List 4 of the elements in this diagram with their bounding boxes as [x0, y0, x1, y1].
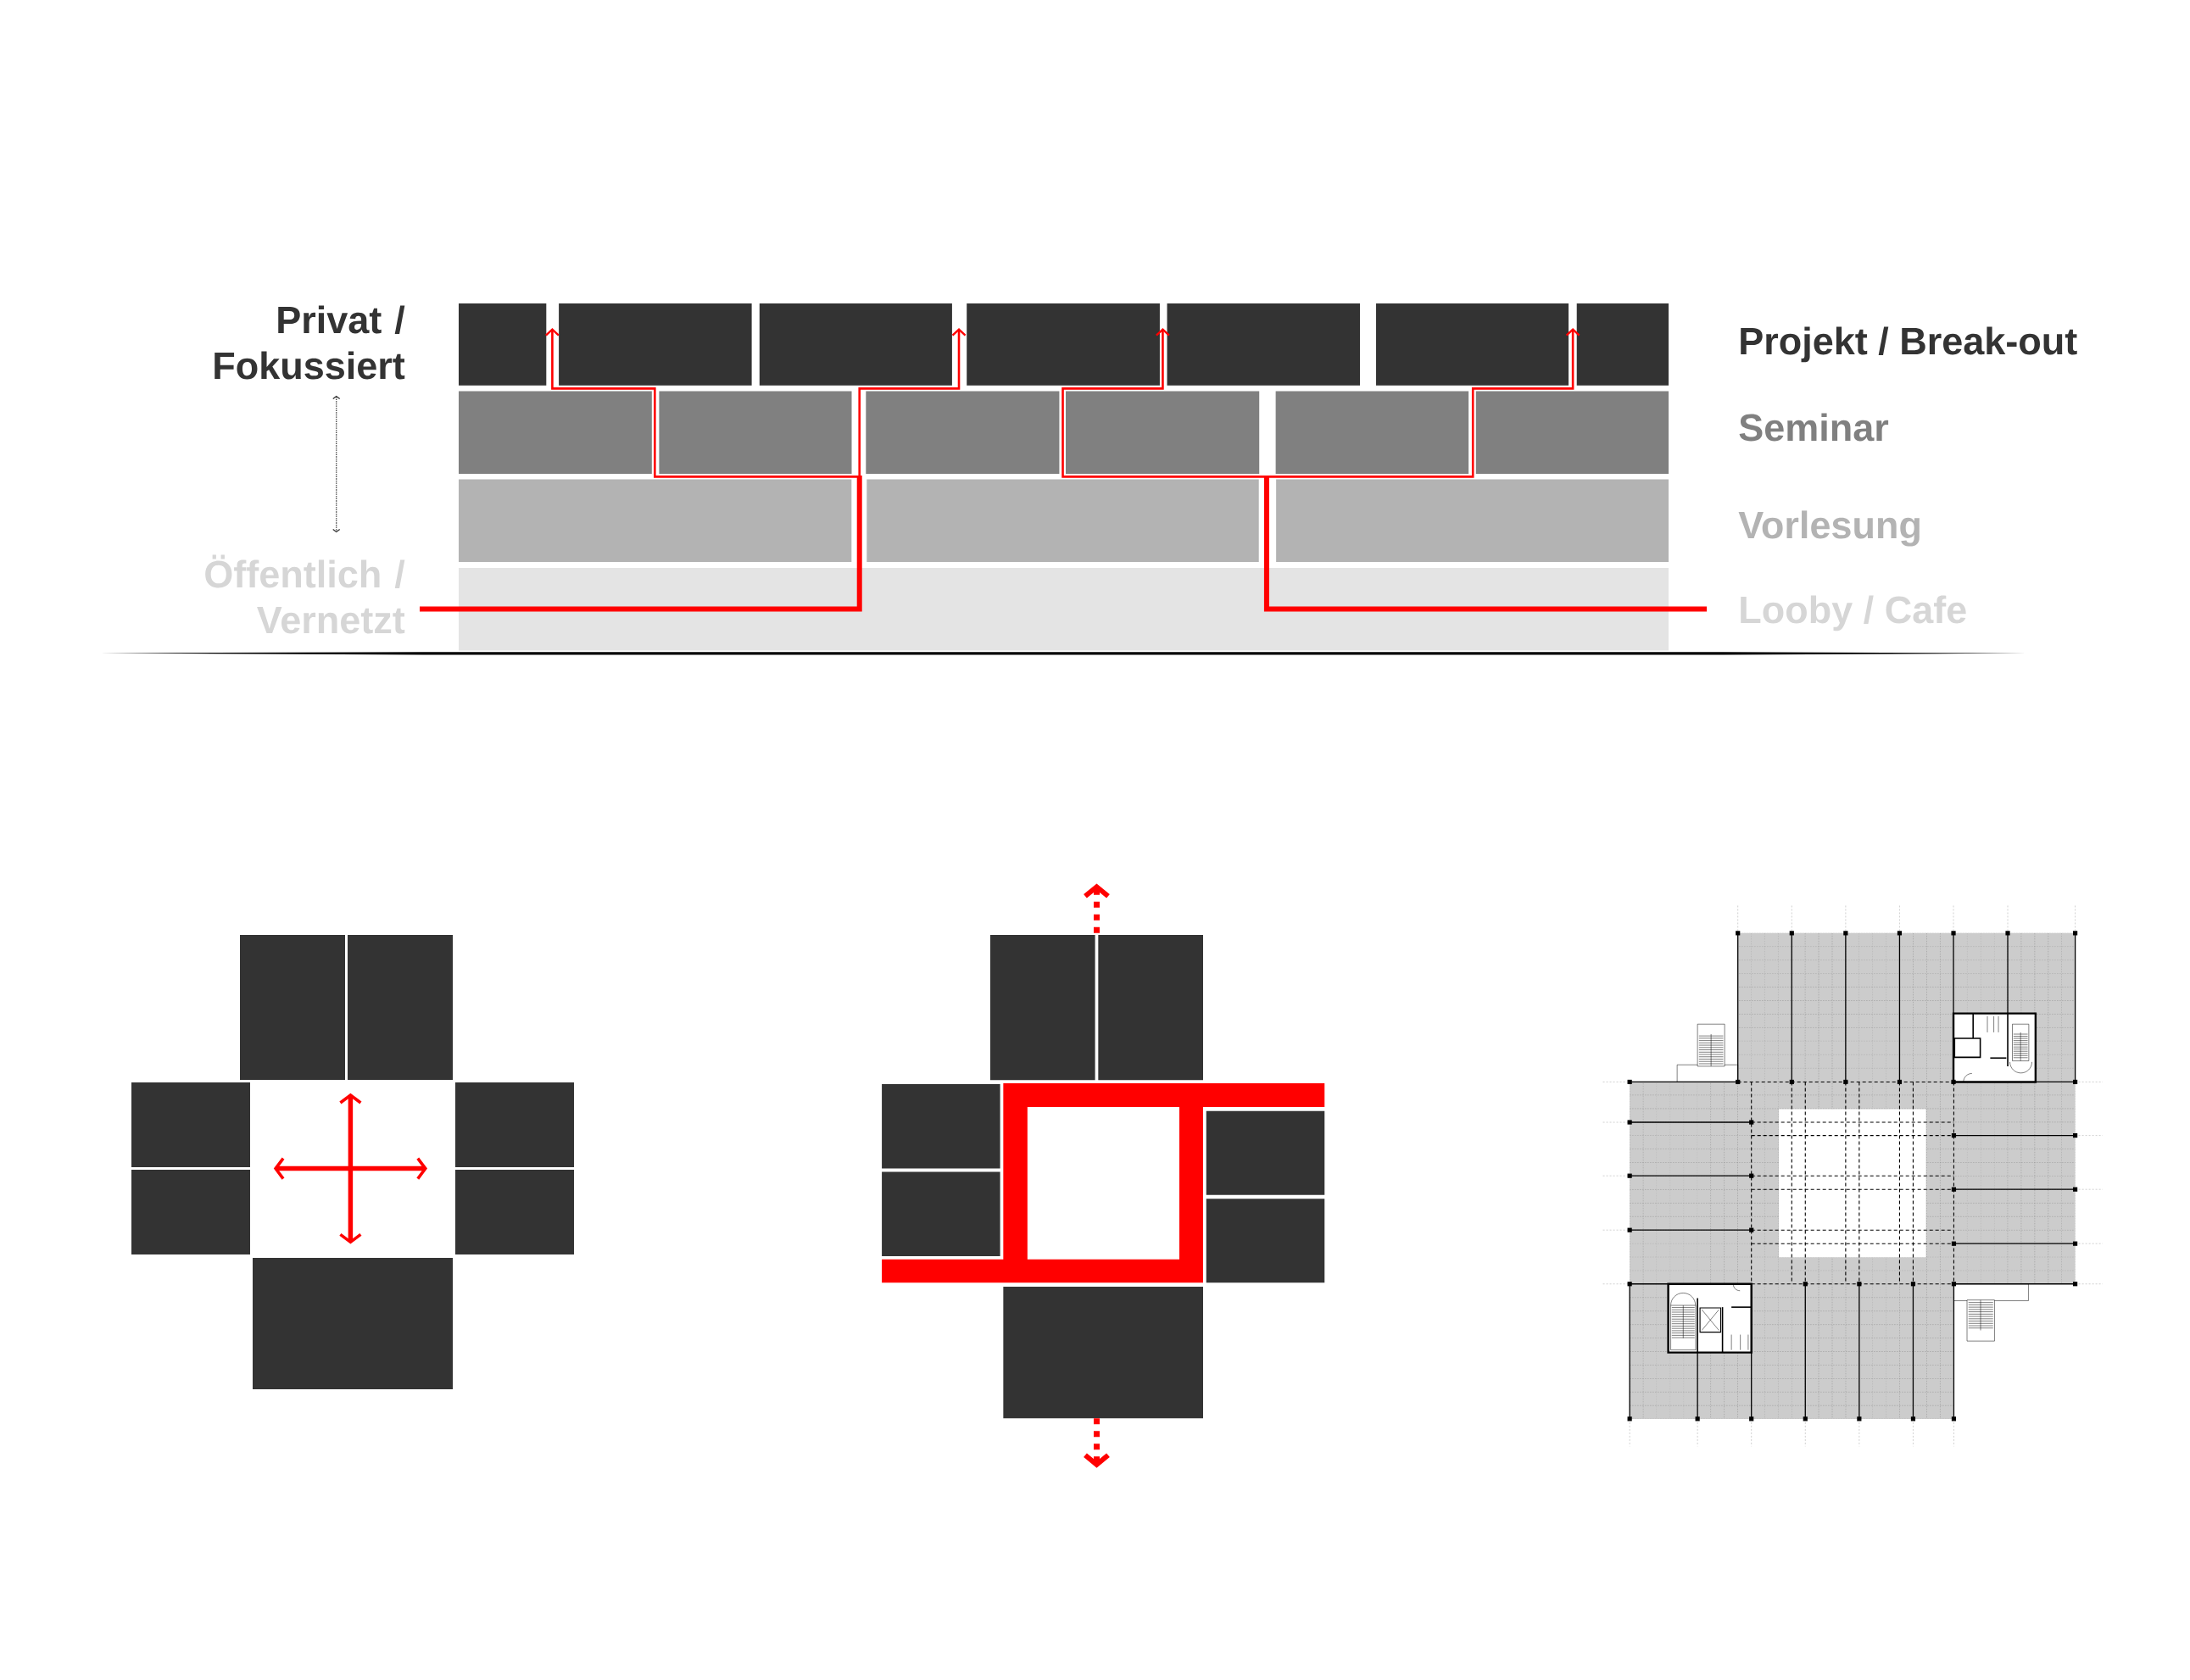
row-label: Projekt / Break-out — [1741, 326, 2077, 363]
row-label: Seminar — [1739, 413, 1889, 442]
row-label: Vorlesung — [1738, 510, 1920, 547]
scale-label: Privat / Fokussiert — [215, 305, 405, 380]
